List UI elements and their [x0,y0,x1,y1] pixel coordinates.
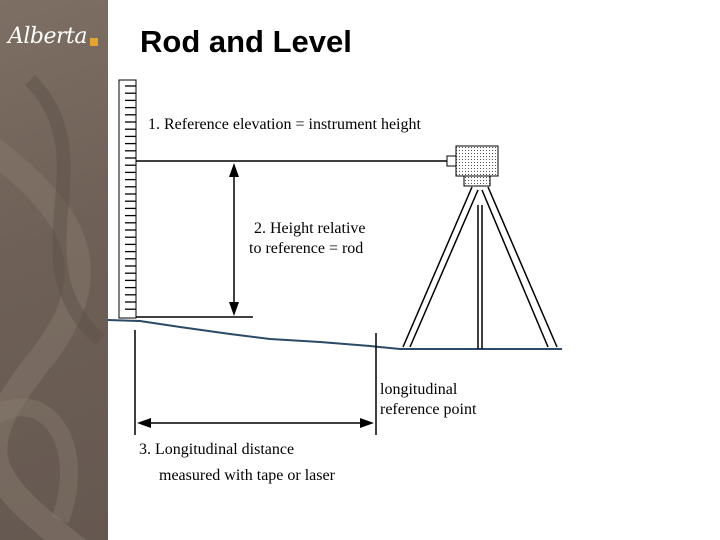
level-instrument [446,145,499,187]
distance-dimension [134,330,377,435]
ground-line [107,319,562,350]
logo-accent-mark [90,38,98,46]
slide-title: Rod and Level [140,24,352,59]
tripod [402,186,558,349]
instrument-body [455,145,499,177]
label-longitudinal-line1: longitudinal [380,381,458,398]
label-height-line1: 2. Height relative [254,220,366,237]
label-longitudinal-line2: reference point [380,401,477,418]
instrument-mount [463,175,491,187]
rod-graduations [125,85,136,310]
alberta-logo: Alberta [8,24,88,49]
label-reference-elevation: 1. Reference elevation = instrument heig… [148,116,421,133]
height-arrow [229,163,239,316]
sidebar-panel: Alberta [0,0,108,540]
label-height-line2: to reference = rod [249,240,363,257]
instrument-eyepiece [446,155,457,167]
leveling-rod [118,79,137,319]
label-distance-line1: 3. Longitudinal distance [139,441,294,458]
label-distance-line2: measured with tape or laser [159,467,336,484]
swirl-decoration [0,75,105,540]
